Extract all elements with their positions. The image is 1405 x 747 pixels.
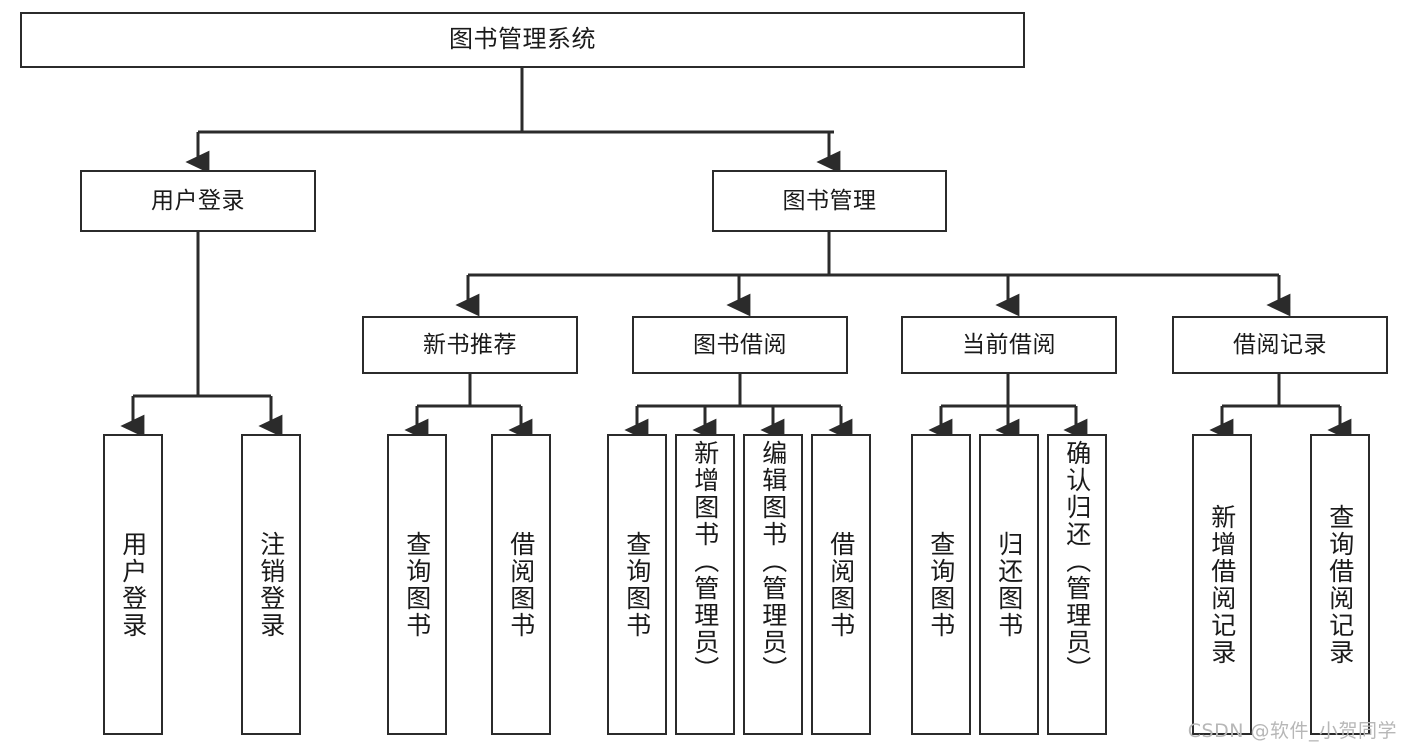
- node-new-book-recommend-label: 新书推荐: [423, 331, 517, 358]
- watermark: CSDN @软件_小贺同学: [1187, 720, 1397, 742]
- node-root-label: 图书管理系统: [449, 25, 596, 54]
- leaf-query-book-3[interactable]: 查询图书: [911, 434, 971, 735]
- node-current-borrow[interactable]: 当前借阅: [901, 316, 1117, 374]
- node-book-management-label: 图书管理: [782, 187, 877, 214]
- node-new-book-recommend[interactable]: 新书推荐: [362, 316, 578, 374]
- node-user-login[interactable]: 用户登录: [80, 170, 316, 232]
- node-borrow-record-label: 借阅记录: [1233, 331, 1327, 358]
- node-book-management[interactable]: 图书管理: [712, 170, 947, 232]
- leaf-borrow-book-2[interactable]: 借阅图书: [811, 434, 871, 735]
- leaf-borrow-book-1[interactable]: 借阅图书: [491, 434, 551, 735]
- leaf-query-record[interactable]: 查询借阅记录: [1310, 434, 1370, 735]
- leaf-logout[interactable]: 注销登录: [241, 434, 301, 735]
- node-borrow-record[interactable]: 借阅记录: [1172, 316, 1388, 374]
- leaf-query-book-3-label: 查询图书: [926, 530, 956, 639]
- leaf-query-book-1[interactable]: 查询图书: [387, 434, 447, 735]
- leaf-borrow-book-2-label: 借阅图书: [826, 530, 856, 639]
- leaf-add-book[interactable]: 新增图书（管理员）: [675, 434, 735, 735]
- leaf-user-login-label: 用户登录: [118, 530, 148, 639]
- leaf-borrow-book-1-label: 借阅图书: [506, 530, 536, 639]
- leaf-confirm-return[interactable]: 确认归还（管理员）: [1047, 434, 1107, 735]
- leaf-query-book-2-label: 查询图书: [622, 530, 652, 639]
- leaf-return-book[interactable]: 归还图书: [979, 434, 1039, 735]
- node-user-login-label: 用户登录: [151, 187, 245, 214]
- leaf-query-record-label: 查询借阅记录: [1325, 503, 1355, 666]
- node-root[interactable]: 图书管理系统: [20, 12, 1025, 68]
- leaf-add-record-label: 新增借阅记录: [1207, 503, 1237, 666]
- node-book-borrow-label: 图书借阅: [693, 331, 787, 358]
- leaf-edit-book[interactable]: 编辑图书（管理员）: [743, 434, 803, 735]
- leaf-add-record[interactable]: 新增借阅记录: [1192, 434, 1252, 735]
- leaf-return-book-label: 归还图书: [994, 530, 1024, 639]
- node-book-borrow[interactable]: 图书借阅: [632, 316, 848, 374]
- leaf-edit-book-label: 编辑图书（管理员）: [758, 440, 788, 683]
- node-current-borrow-label: 当前借阅: [962, 331, 1056, 358]
- leaf-logout-label: 注销登录: [256, 530, 286, 639]
- leaf-confirm-return-label: 确认归还（管理员）: [1062, 440, 1092, 683]
- leaf-query-book-1-label: 查询图书: [402, 530, 432, 639]
- leaf-query-book-2[interactable]: 查询图书: [607, 434, 667, 735]
- leaf-user-login[interactable]: 用户登录: [103, 434, 163, 735]
- leaf-add-book-label: 新增图书（管理员）: [690, 440, 720, 683]
